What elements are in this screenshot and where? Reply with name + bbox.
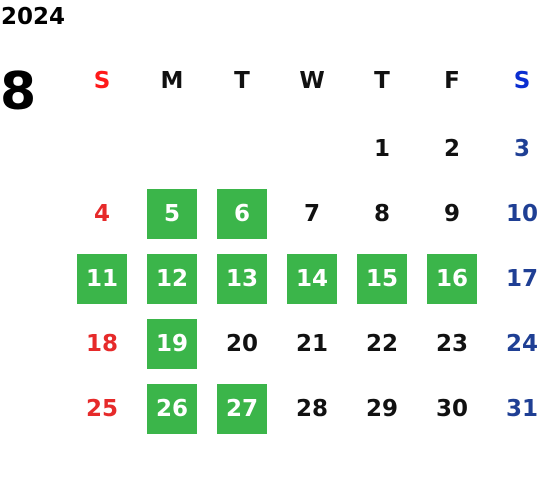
day-cell-18[interactable]: 18 (85, 331, 118, 357)
day-cell-4[interactable]: 4 (93, 201, 110, 227)
day-cell-12[interactable]: 12 (147, 254, 197, 304)
weekday-header-mon: M (160, 68, 184, 94)
day-cell-5[interactable]: 5 (147, 189, 197, 239)
day-cell-8[interactable]: 8 (373, 201, 390, 227)
weekday-header-sat: S (513, 68, 531, 94)
day-cell-13[interactable]: 13 (217, 254, 267, 304)
day-cell-21[interactable]: 21 (295, 331, 328, 357)
day-cell-2[interactable]: 2 (443, 136, 460, 162)
day-cell-24[interactable]: 24 (505, 331, 538, 357)
day-cell-27[interactable]: 27 (217, 384, 267, 434)
day-cell-25[interactable]: 25 (85, 396, 118, 422)
day-cell-29[interactable]: 29 (365, 396, 398, 422)
day-cell-7[interactable]: 7 (303, 201, 320, 227)
day-cell-11[interactable]: 11 (77, 254, 127, 304)
weekday-header-sun: S (93, 68, 111, 94)
day-cell-14[interactable]: 14 (287, 254, 337, 304)
day-cell-6[interactable]: 6 (217, 189, 267, 239)
day-cell-31[interactable]: 31 (505, 396, 538, 422)
day-cell-3[interactable]: 3 (513, 136, 530, 162)
weekday-header-tue: T (234, 68, 250, 94)
day-cell-9[interactable]: 9 (443, 201, 460, 227)
day-cell-16[interactable]: 16 (427, 254, 477, 304)
month-number: 8 (0, 62, 37, 122)
day-cell-28[interactable]: 28 (295, 396, 328, 422)
day-cell-23[interactable]: 23 (435, 331, 468, 357)
day-cell-22[interactable]: 22 (365, 331, 398, 357)
weekday-header-thu: T (374, 68, 390, 94)
day-cell-1[interactable]: 1 (373, 136, 390, 162)
day-cell-19[interactable]: 19 (147, 319, 197, 369)
day-cell-10[interactable]: 10 (505, 201, 538, 227)
day-cell-30[interactable]: 30 (435, 396, 468, 422)
year-label: 2024 (1, 4, 66, 30)
day-cell-20[interactable]: 20 (225, 331, 258, 357)
weekday-header-fri: F (444, 68, 460, 94)
day-cell-26[interactable]: 26 (147, 384, 197, 434)
day-cell-15[interactable]: 15 (357, 254, 407, 304)
weekday-header-wed: W (299, 68, 325, 94)
day-cell-17[interactable]: 17 (505, 266, 538, 292)
